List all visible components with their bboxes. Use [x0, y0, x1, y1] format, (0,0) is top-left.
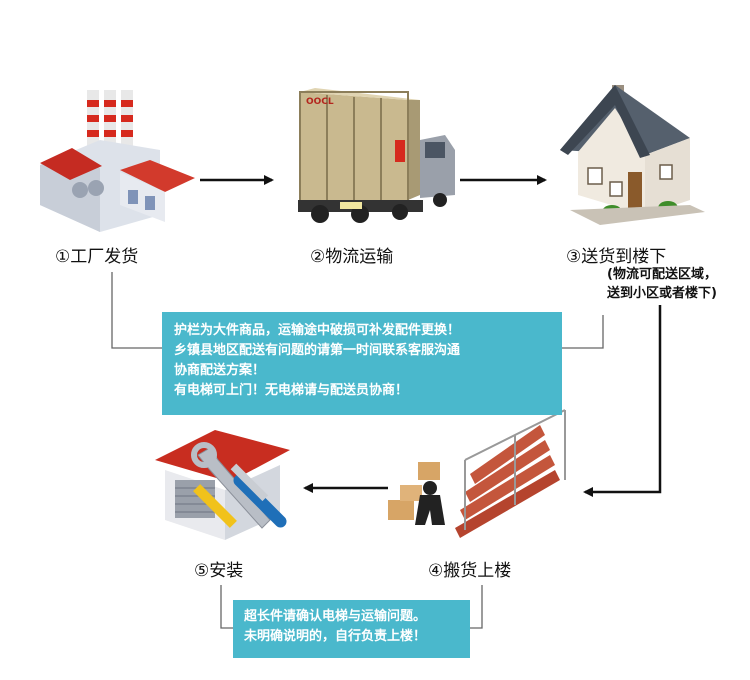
step-label-install: ⑤安装 [194, 561, 244, 581]
step-sub-delivery: (物流可配送区域， 送到小区或者楼下) [545, 265, 717, 303]
middle-notice-box: 护栏为大件商品，运输途中破损可补发配件更换！ 乡镇县地区配送有问题的请第一时间联… [162, 312, 562, 415]
step-label-delivery: ③送货到楼下 [566, 247, 667, 267]
bracket-middle-note [111, 272, 162, 349]
notice-line: 协商配送方案！ [174, 363, 266, 378]
notice-line: 超长件请确认电梯与运输问题。 [244, 609, 427, 624]
bracket-bottom-note-right [470, 585, 483, 629]
step-label-carry-upstairs: ④搬货上楼 [428, 561, 512, 581]
notice-line: 乡镇县地区配送有问题的请第一时间联系客服沟通 [174, 343, 461, 358]
step-sub-line: (物流可配送区域， [607, 267, 717, 282]
bottom-notice-box: 超长件请确认电梯与运输问题。 未明确说明的，自行负责上楼！ [233, 600, 470, 658]
truck-brand-text: OOCL [306, 97, 334, 107]
notice-line: 护栏为大件商品，运输途中破损可补发配件更换！ [174, 323, 461, 338]
step-label-factory: ①工厂发货 [55, 247, 139, 267]
notice-line: 未明确说明的，自行负责上楼！ [244, 629, 427, 644]
step-sub-line: 送到小区或者楼下) [607, 286, 717, 301]
arrow-house-to-stairs [583, 305, 662, 497]
notice-line: 有电梯可上门！无电梯请与配送员协商！ [174, 383, 409, 398]
bracket-middle-note-right [562, 315, 604, 349]
step-label-transport: ②物流运输 [310, 247, 394, 267]
bracket-bottom-note [220, 585, 233, 629]
